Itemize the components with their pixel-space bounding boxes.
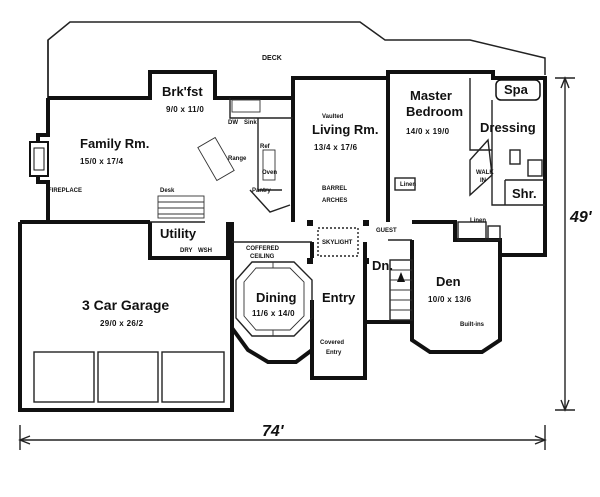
master-bath-fixtures <box>469 79 543 241</box>
dn-label: Dn. <box>372 258 393 273</box>
sink-label: Sink <box>244 120 257 126</box>
coffered-label-2: CEILING <box>250 254 275 260</box>
utility-stairs <box>157 195 205 219</box>
brkfst-dim: 9/0 x 11/0 <box>166 105 204 114</box>
entry-label: Entry <box>322 290 356 305</box>
garage-dim: 29/0 x 26/2 <box>100 319 144 328</box>
shr-label: Shr. <box>512 186 537 201</box>
desk-label: Desk <box>160 188 175 194</box>
family-dim: 15/0 x 17/4 <box>80 157 124 166</box>
linen-label-2: Linen <box>470 218 486 224</box>
barrel-label-1: BARREL <box>322 186 347 192</box>
living-dim: 13/4 x 17/6 <box>314 143 358 152</box>
range-label: Range <box>228 156 247 162</box>
guest-label: GUEST <box>376 228 397 234</box>
dimension-lines <box>18 76 575 450</box>
dry-label: DRY <box>180 248 192 254</box>
dw-label: DW <box>228 120 238 126</box>
overall-depth-label: 49' <box>569 209 593 226</box>
utility-label: Utility <box>160 226 197 241</box>
den-label: Den <box>436 274 461 289</box>
barrel-arch-columns <box>307 220 369 264</box>
master-label-2: Bedroom <box>406 104 463 119</box>
master-label-1: Master <box>410 88 452 103</box>
master-dim: 14/0 x 19/0 <box>406 127 450 136</box>
coffered-label-1: COFFERED <box>246 246 280 252</box>
walkin-label-2: IN <box>480 178 486 184</box>
labels: DECK Brk'fst 9/0 x 11/0 Family Rm. 15/0 … <box>48 55 593 440</box>
dining-dim: 11/6 x 14/0 <box>252 309 295 318</box>
garage-label: 3 Car Garage <box>82 297 169 313</box>
fireplace-label: FIREPLACE <box>48 188 82 194</box>
living-label: Living Rm. <box>312 122 378 137</box>
oven-label: Oven <box>262 170 277 176</box>
covered-label-2: Entry <box>326 350 342 356</box>
kitchen-fixtures <box>197 99 291 213</box>
overall-width-label: 74' <box>262 423 285 440</box>
fireplace-symbol <box>29 141 49 177</box>
main-stair <box>389 259 413 321</box>
covered-label-1: Covered <box>320 340 344 346</box>
spa-label: Spa <box>504 82 529 97</box>
ref-label: Ref <box>260 144 271 150</box>
deck-label: DECK <box>262 55 282 62</box>
living-pre-label: Vaulted <box>322 114 344 120</box>
dressing-label: Dressing <box>480 120 536 135</box>
brkfst-label: Brk'fst <box>162 84 203 99</box>
coffered-ceiling <box>235 261 313 337</box>
skylight-label: SKYLIGHT <box>322 240 353 246</box>
barrel-label-2: ARCHES <box>322 198 347 204</box>
dining-label: Dining <box>256 290 296 305</box>
builtins-label: Built-ins <box>460 322 485 328</box>
wsh-label: WSH <box>198 248 212 254</box>
family-label: Family Rm. <box>80 136 149 151</box>
walkin-label-1: WALK <box>476 170 494 176</box>
pantry-label: Pantry <box>252 188 271 194</box>
den-dim: 10/0 x 13/6 <box>428 295 472 304</box>
linen-label-1: Linen <box>400 182 416 188</box>
garage-doors <box>33 351 225 403</box>
